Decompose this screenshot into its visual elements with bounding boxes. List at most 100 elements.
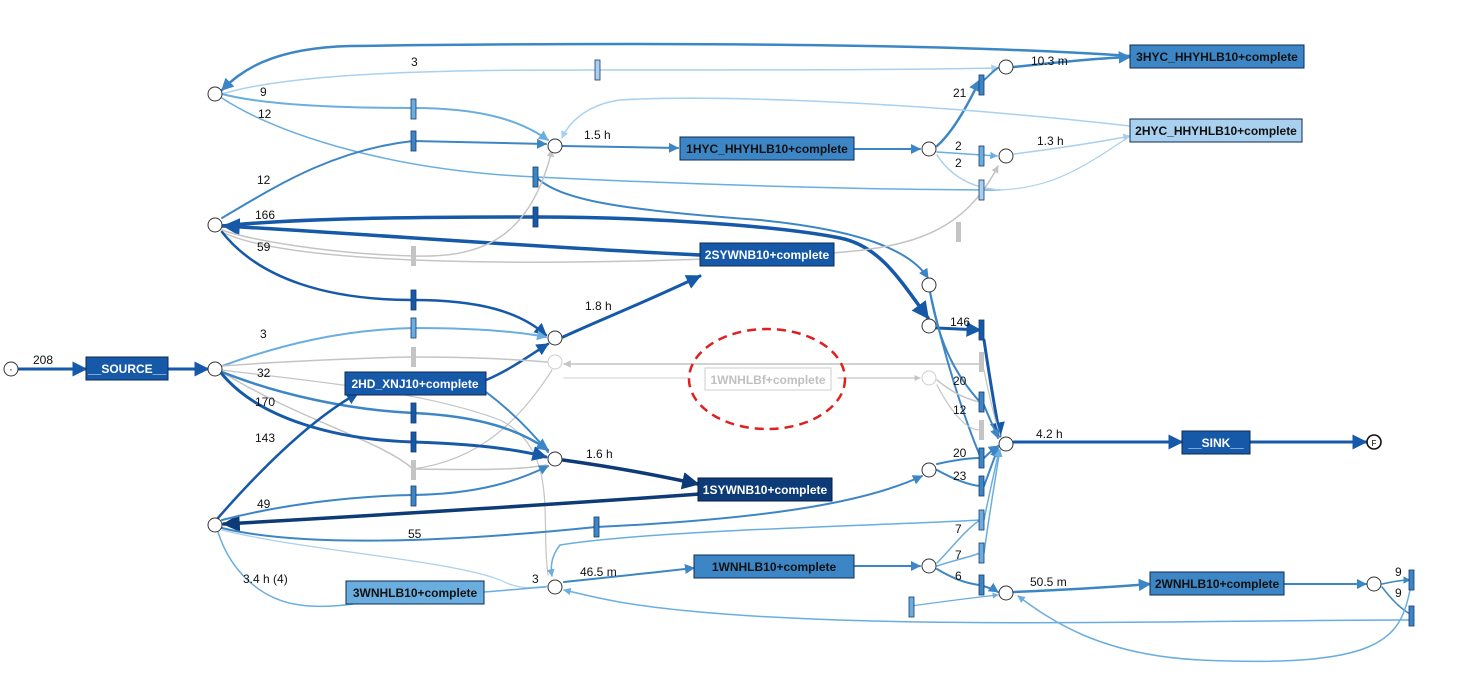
- edge-label: 9: [260, 85, 267, 99]
- edge-3hyc-loop: [220, 42, 1132, 92]
- split-node: [207, 86, 223, 102]
- bar-node: [978, 391, 985, 413]
- activity-1hyc[interactable]: 1HYC_HHYHLB10+complete: [679, 136, 855, 161]
- edge-label: 20: [953, 374, 967, 388]
- edge-label: 3: [411, 55, 418, 69]
- edge-label: 32: [257, 366, 271, 380]
- edge-grey-d: [221, 371, 547, 471]
- activity-sink[interactable]: __SINK__: [1181, 430, 1251, 455]
- split-node: [207, 361, 223, 377]
- edge-label: 50.5 m: [1030, 575, 1067, 589]
- highlight-ellipse: [687, 327, 847, 431]
- join-node: [1366, 576, 1382, 592]
- edge-grey-e: [412, 369, 553, 470]
- bar-node: [593, 516, 600, 538]
- bar-node: [594, 59, 601, 81]
- edge-grey-f: [221, 369, 549, 576]
- split-node: [921, 462, 937, 478]
- bar-node: [978, 179, 985, 201]
- end-node[interactable]: [1366, 434, 1382, 450]
- edge-50m: [1012, 578, 1152, 594]
- activity-2hyc[interactable]: 2HYC_HHYHLB10+complete: [1129, 118, 1303, 143]
- edge-hd-to-16: [485, 391, 549, 453]
- activity-2hd[interactable]: 2HD_XNJ10+complete: [344, 371, 487, 396]
- edge-bottom-loop-b: [1017, 589, 1411, 663]
- split-node: [547, 451, 563, 467]
- edge-20a: [936, 379, 981, 403]
- edge-7b: [936, 552, 981, 567]
- split-node: [547, 138, 563, 154]
- bar-node: [410, 402, 417, 424]
- start-node[interactable]: [3, 361, 19, 377]
- edge-49: [221, 465, 549, 521]
- bar-node: [1408, 605, 1415, 627]
- edge-top12: [221, 97, 1001, 191]
- edge-9b: [1381, 586, 1411, 615]
- bar-node: [410, 98, 417, 120]
- activity-1wnhlbf[interactable]: 1WNHLBf+complete: [704, 367, 832, 391]
- edge-label: 12: [258, 107, 272, 121]
- edge-16-out: [561, 458, 700, 490]
- edge-label: 166: [255, 208, 275, 222]
- activity-1sywnb[interactable]: 1SYWNB10+complete: [697, 477, 833, 502]
- edge-59: [221, 149, 555, 257]
- bar-node: [532, 206, 539, 228]
- edge-label: 1.8 h: [585, 299, 612, 313]
- activity-source[interactable]: __SOURCE__: [85, 356, 169, 381]
- activity-label: 1WNHLBf+complete: [710, 373, 825, 387]
- edge-label: 2: [955, 139, 962, 153]
- edge-1_3h: [1013, 133, 1131, 155]
- edge-55b: [221, 529, 549, 589]
- split-node: [921, 141, 937, 157]
- edge-label: 49: [257, 497, 271, 511]
- activity-2sywnb[interactable]: 2SYWNB10+complete: [699, 242, 835, 267]
- edge-labels: 208 3 9 12 10.3 m 21 1.5 h 2 2 1.3 h 12 …: [33, 54, 1402, 600]
- bar-node: [532, 166, 539, 188]
- split-node: [547, 354, 563, 370]
- activity-label: 1SYWNB10+complete: [703, 483, 828, 497]
- edge-3wnhlb-out: [483, 586, 547, 593]
- edge-1hyc-in: [412, 138, 547, 149]
- edge-label: 4.2 h: [1036, 427, 1063, 441]
- activity-label: 3HYC_HHYHLB10+complete: [1136, 50, 1298, 64]
- activities: __SOURCE__ __SINK__ 3HYC_HHYHLB10+comple…: [85, 44, 1305, 605]
- edge-label: 20: [953, 446, 967, 460]
- edge-2hyc-loop-b: [999, 135, 1131, 191]
- activity-label: 2SYWNB10+complete: [705, 248, 830, 262]
- activity-label: __SOURCE__: [87, 362, 166, 376]
- join-node: [998, 585, 1014, 601]
- bar-nodes: [410, 59, 1415, 627]
- bar-node: [411, 460, 416, 480]
- activity-3wnhlb[interactable]: 3WNHLB10+complete: [345, 580, 485, 605]
- terminals: · F: [3, 361, 1382, 450]
- edge-7a-up: [547, 519, 981, 577]
- split-node: [921, 277, 937, 293]
- edge-2b: [936, 154, 1001, 191]
- edge-mid12: [221, 140, 414, 219]
- edge-label: 12: [257, 173, 271, 187]
- bar-node: [410, 431, 417, 453]
- edge-2a: [936, 151, 998, 160]
- edge-bottom-loop-a: [563, 587, 1411, 624]
- edge-label: 21: [953, 86, 967, 100]
- edge-21: [935, 78, 982, 148]
- bar-node: [978, 574, 985, 596]
- edge-label: 143: [255, 431, 275, 445]
- edge-1sywnb-loop: [222, 492, 702, 532]
- edge-label: 6: [955, 569, 962, 583]
- edge-to-50-bottom: [910, 592, 999, 607]
- edge-label: 55: [408, 527, 422, 541]
- edge-166: [220, 215, 930, 320]
- edge-grey-12: [936, 384, 981, 431]
- bar-node: [410, 289, 417, 311]
- activity-label: 2WNHLB10+complete: [1155, 577, 1280, 591]
- edge-10m: [983, 67, 999, 81]
- bar-node: [978, 319, 985, 341]
- activity-1wnhlb[interactable]: 1WNHLB10+complete: [693, 554, 855, 579]
- bar-node: [410, 130, 417, 152]
- edge-6: [936, 568, 999, 593]
- edge-7a-sink: [983, 449, 1002, 521]
- activity-3hyc[interactable]: 3HYC_HHYHLB10+complete: [1129, 44, 1305, 69]
- activity-2wnhlb[interactable]: 2WNHLB10+complete: [1149, 571, 1285, 596]
- split-node: [207, 517, 223, 533]
